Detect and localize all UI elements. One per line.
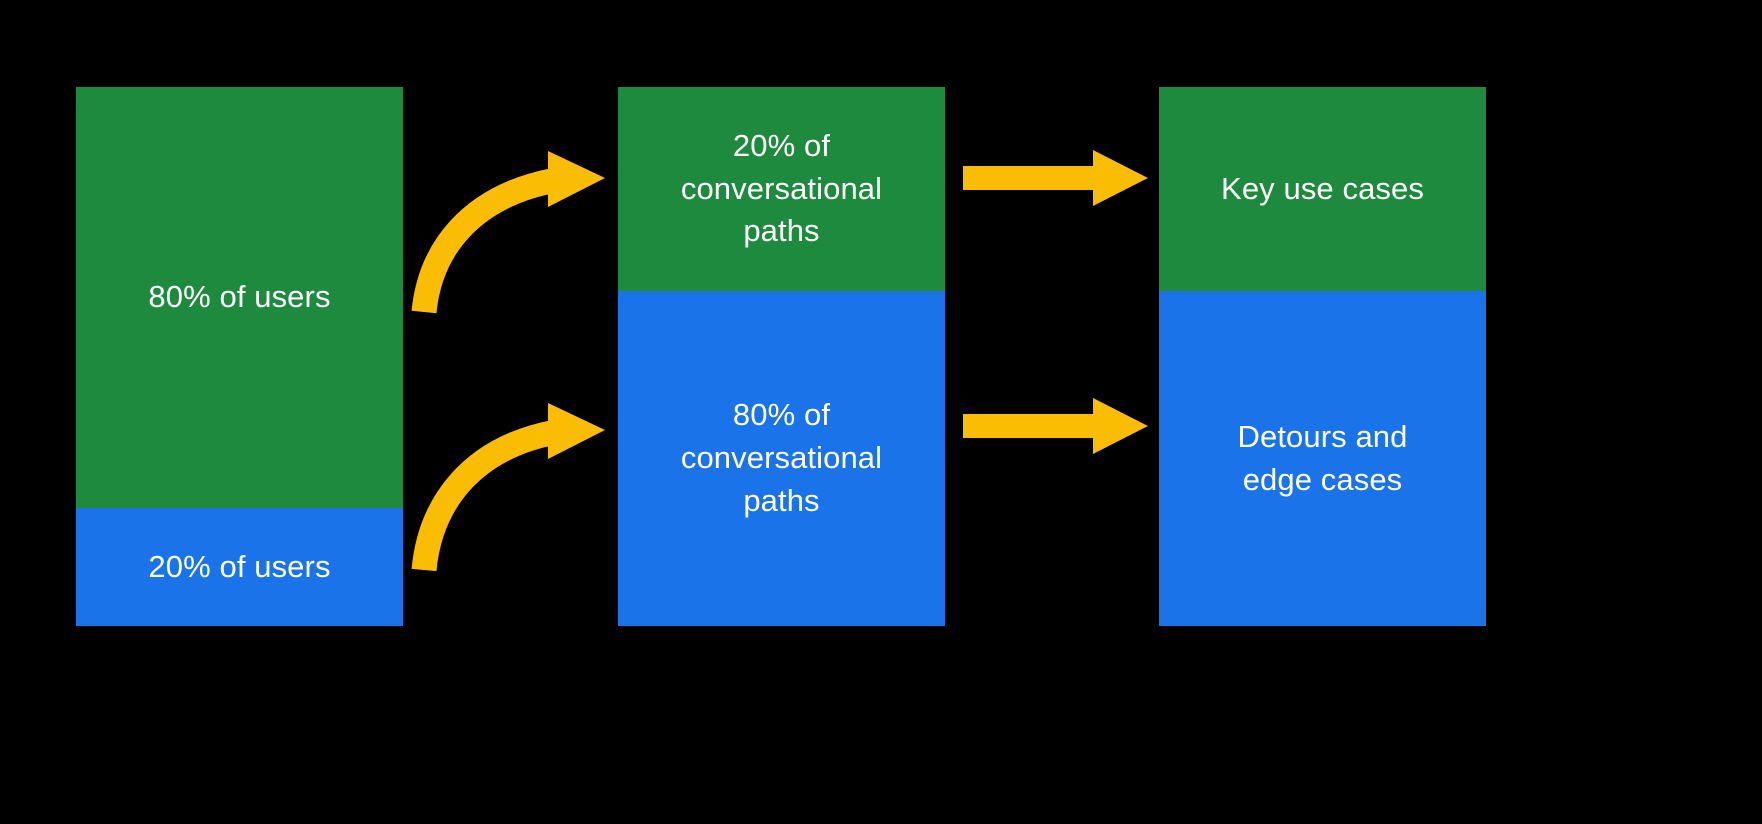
segment-detours-and-edge-cases: Detours and edge cases (1159, 291, 1486, 626)
users-column: 80% of users 20% of users (76, 87, 403, 626)
segment-label: 80% of conversational paths (680, 397, 883, 518)
straight-arrow-right-bottom-icon (963, 398, 1148, 454)
segment-label: 20% of users (148, 548, 331, 584)
segment-20-percent-conversational-paths: 20% of conversational paths (618, 87, 945, 291)
segment-label: 20% of conversational paths (680, 127, 883, 249)
segment-label: Key use cases (1221, 170, 1424, 206)
curved-arrow-up-icon (411, 151, 605, 314)
conversational-paths-column: 20% of conversational paths 80% of conve… (618, 87, 945, 626)
segment-80-percent-users: 80% of users (76, 87, 403, 508)
segment-label: Detours and edge cases (1237, 418, 1408, 497)
segment-label: 80% of users (148, 279, 331, 315)
use-cases-column: Key use cases Detours and edge cases (1159, 87, 1486, 626)
segment-80-percent-conversational-paths: 80% of conversational paths (618, 291, 945, 626)
curved-arrow-down-icon (411, 403, 605, 572)
segment-key-use-cases: Key use cases (1159, 87, 1486, 291)
segment-20-percent-users: 20% of users (76, 508, 403, 626)
straight-arrow-right-top-icon (963, 150, 1148, 206)
